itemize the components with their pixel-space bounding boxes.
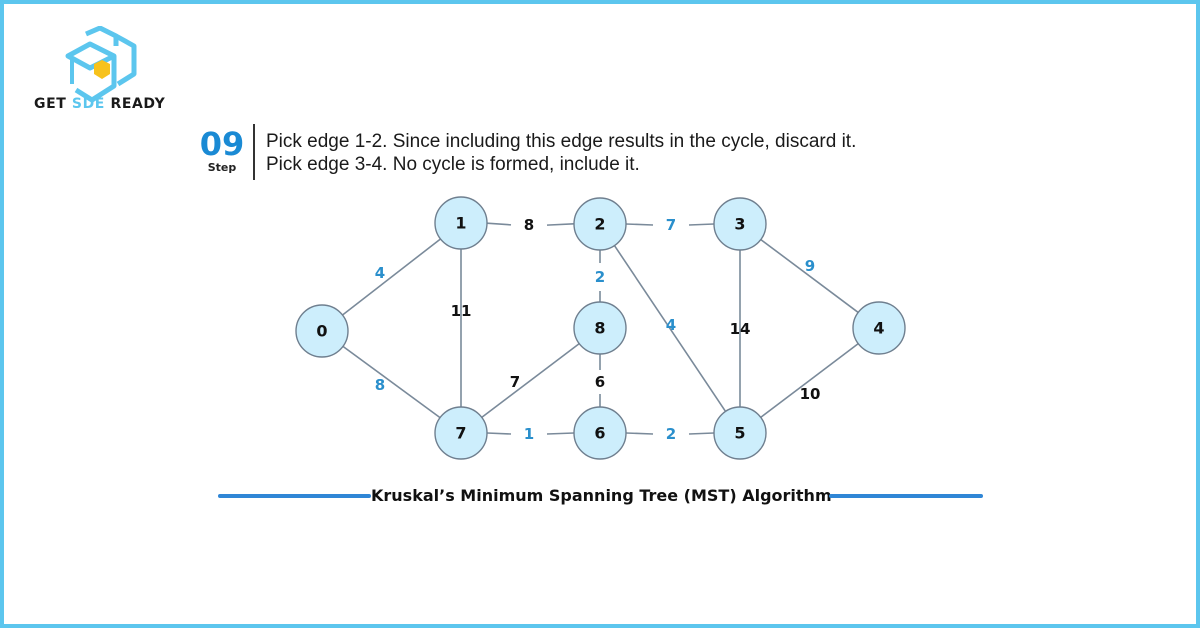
edge-weight-0-7: 8 [375,376,385,394]
edge-weight-2-3: 7 [666,216,676,234]
caption-bar-left [218,494,371,498]
step-description-line-2: Pick edge 3-4. No cycle is formed, inclu… [266,154,640,175]
graph-node-1: 1 [434,196,488,250]
graph-node-5: 5 [713,406,767,460]
node-circle-3 [713,197,767,251]
node-label-5: 5 [734,424,745,443]
step-divider [253,124,255,180]
edge-1-2-segment-2 [546,223,575,226]
step-number: 09 [199,125,245,163]
node-circle-2 [573,197,627,251]
edge-weight-5-6: 2 [666,425,676,443]
node-circle-8 [573,301,627,355]
brand-accent: SDE [71,96,105,112]
caption-bar-right [829,494,983,498]
diagram-caption: Kruskal’s Minimum Spanning Tree (MST) Al… [371,486,832,505]
node-circle-7 [434,406,488,460]
edge-2-3-segment-2 [688,223,715,226]
edge-2-3-segment-1 [625,223,654,226]
node-circle-1 [434,196,488,250]
node-label-8: 8 [594,319,605,338]
graph-node-4: 4 [852,301,906,355]
graduation-cap-hexagon-icon [65,26,137,103]
node-label-2: 2 [594,215,605,234]
node-circle-4 [852,301,906,355]
edge-weight-6-7: 1 [524,425,534,443]
edge-0-1 [342,238,441,316]
edge-weight-6-8: 6 [595,373,605,391]
edge-7-8 [481,343,580,418]
edge-0-7 [342,345,441,419]
edge-5-6-segment-2 [625,432,654,435]
graph-node-3: 3 [713,197,767,251]
graph-node-0: 0 [295,304,349,358]
edge-2-5 [613,245,727,412]
node-label-3: 3 [734,215,745,234]
node-label-6: 6 [594,424,605,443]
node-label-0: 0 [316,322,327,341]
edge-weight-1-7: 11 [451,302,472,320]
edge-weight-0-1: 4 [375,264,385,282]
node-circle-0 [295,304,349,358]
graph-node-8: 8 [573,301,627,355]
node-label-4: 4 [873,319,884,338]
edge-5-6-segment-1 [688,432,715,435]
node-circle-5 [713,406,767,460]
graph-node-2: 2 [573,197,627,251]
node-circle-6 [573,406,627,460]
graph-node-6: 6 [573,406,627,460]
node-label-1: 1 [455,214,466,233]
edge-weight-4-5: 10 [800,385,821,403]
edge-1-2-segment-1 [486,222,512,226]
edge-6-7-segment-1 [546,432,575,435]
edge-4-5 [760,343,859,418]
graph-node-7: 7 [434,406,488,460]
edge-weight-2-5: 4 [666,316,676,334]
step-label: Step [207,161,237,174]
edge-6-7-segment-2 [486,432,512,435]
edge-weight-3-4: 9 [805,257,815,275]
edge-weight-2-8: 2 [595,268,605,286]
step-description-line-1: Pick edge 1-2. Since including this edge… [266,131,857,152]
node-label-7: 7 [455,424,466,443]
edge-weight-3-5: 14 [730,320,751,338]
brand-name: GET SDE READY [34,96,166,112]
edge-weight-1-2: 8 [524,216,534,234]
edge-weight-7-8: 7 [510,373,520,391]
edge-3-4 [760,238,859,314]
